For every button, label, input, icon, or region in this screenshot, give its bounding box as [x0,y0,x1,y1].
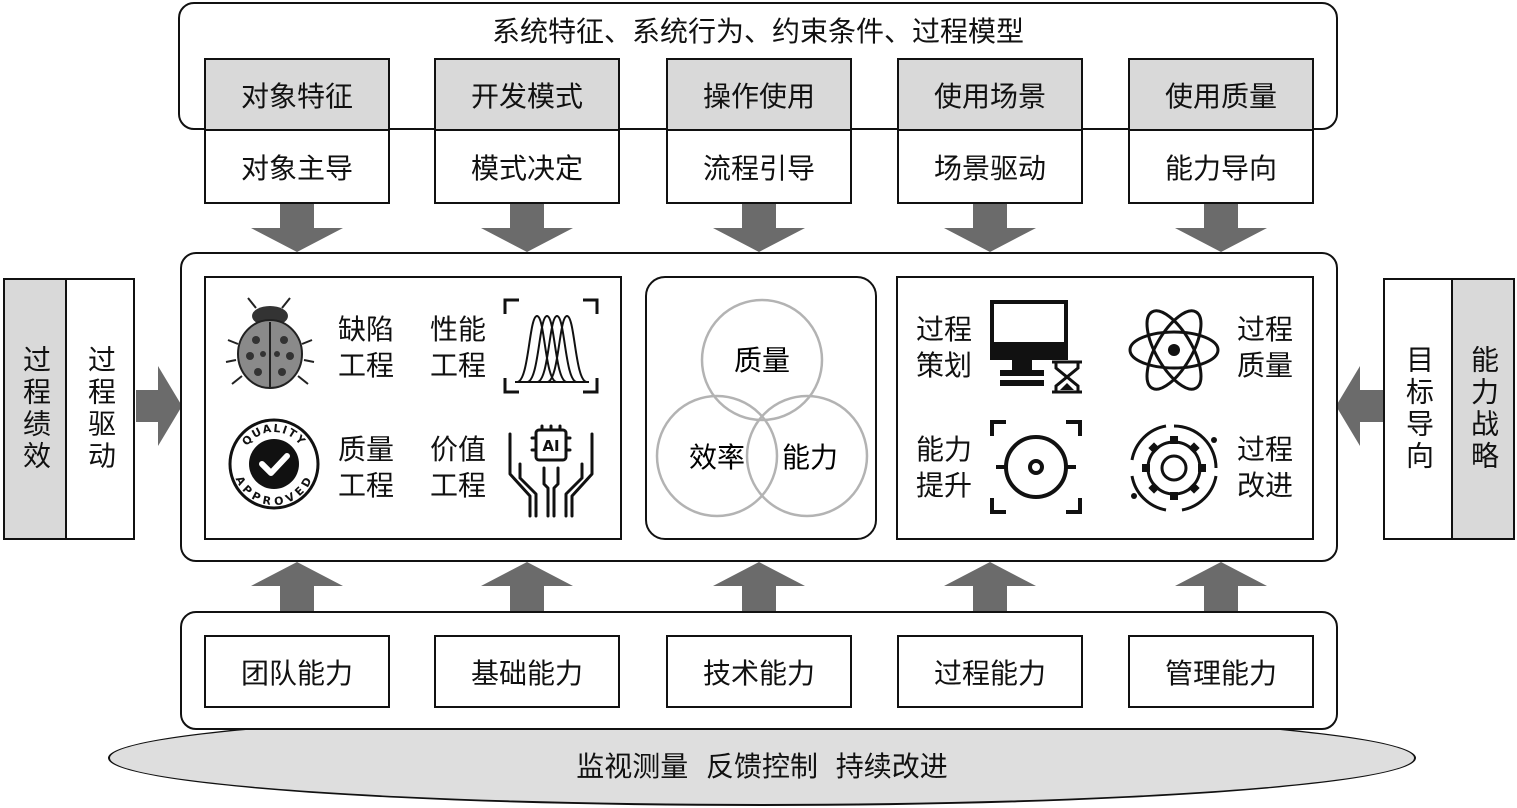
left-outer-label: 过程绩效 [19,345,52,473]
right-inner-box: 目标导向 [1383,278,1453,540]
down-arrow-3 [713,204,805,252]
target-focus-icon [990,420,1082,514]
label-quality-engineering: 质量工程 [338,433,395,502]
monitor-hourglass-icon [990,300,1082,394]
left-inner-label: 过程驱动 [84,345,117,473]
venn-circle-efficiency [655,394,779,518]
up-arrow-4 [944,562,1036,612]
down-arrow-5 [1175,204,1267,252]
venn-diagram: 质量 效率 能力 [655,298,869,518]
down-arrow-1 [251,204,343,252]
up-arrow-5 [1175,562,1267,612]
left-panel [204,276,622,540]
bottom-item-management: 管理能力 [1128,635,1314,708]
right-outer-label: 能力战略 [1467,345,1500,473]
right-inner-label: 目标导向 [1402,345,1435,473]
label-process-planning: 过程策划 [916,313,973,382]
down-arrow-2 [481,204,573,252]
base-label: 监视测量 反馈控制 持续改进 [576,750,948,783]
quality-approved-badge-icon: QUALITY APPROVED [228,418,320,510]
top-col-2-header: 开发模式 [434,58,620,131]
ai-chip-label: AI [542,437,559,455]
top-col-5-sub: 能力导向 [1128,129,1314,204]
left-arrow [1336,366,1384,446]
top-col-4-sub: 场景驱动 [897,129,1083,204]
top-col-2-sub: 模式决定 [434,129,620,204]
venn-label-quality: 质量 [734,344,790,377]
venn-circle-quality [700,298,824,422]
bottom-item-team: 团队能力 [204,635,390,708]
ai-chip-hands-icon: AI [508,424,594,518]
ladybug-icon [225,297,315,389]
top-col-5-header: 使用质量 [1128,58,1314,131]
right-outer-box: 能力战略 [1451,278,1515,540]
top-col-1-sub: 对象主导 [204,129,390,204]
venn-circle-capability [745,394,869,518]
up-arrow-2 [481,562,573,612]
label-value-engineering: 价值工程 [430,433,487,502]
bottom-item-foundation: 基础能力 [434,635,620,708]
top-col-3-header: 操作使用 [666,58,852,131]
top-col-4-header: 使用场景 [897,58,1083,131]
venn-label-efficiency: 效率 [689,441,745,474]
right-arrow [136,366,182,446]
left-outer-box: 过程绩效 [3,278,67,540]
label-process-quality: 过程质量 [1237,313,1294,382]
top-col-3-sub: 流程引导 [666,129,852,204]
right-panel [896,276,1314,540]
center-frame [180,252,1338,562]
atom-icon [1128,309,1220,391]
label-performance-engineering: 性能工程 [430,313,487,382]
venn-panel [645,276,877,540]
up-arrow-1 [251,562,343,612]
performance-curves-icon [503,298,599,394]
down-arrow-4 [944,204,1036,252]
label-defect-engineering: 缺陷工程 [338,313,395,382]
label-capability-improvement: 能力提升 [916,433,973,502]
top-title: 系统特征、系统行为、约束条件、过程模型 [491,15,1024,48]
label-process-improvement: 过程改进 [1237,433,1294,502]
left-inner-box: 过程驱动 [65,278,135,540]
bottom-item-technology: 技术能力 [666,635,852,708]
gear-cycle-icon [1130,424,1218,512]
bottom-item-process: 过程能力 [897,635,1083,708]
venn-label-capability: 能力 [782,441,838,474]
up-arrow-3 [713,562,805,612]
